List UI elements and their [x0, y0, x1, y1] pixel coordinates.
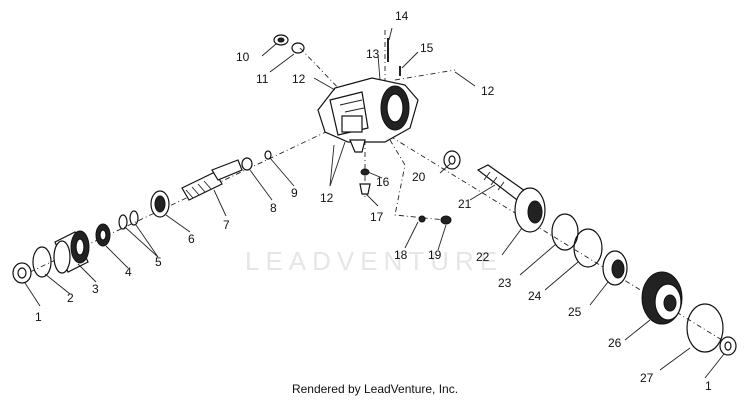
- part-2-ring: [32, 246, 52, 278]
- part-6-bearing: [150, 190, 170, 218]
- watermark-text: LEADVENTURE: [245, 246, 503, 276]
- callout-10: 10: [236, 50, 250, 64]
- callout-15: 15: [420, 41, 434, 55]
- callout-labels: 1 2 3 4 5 6 7 8 9 10 11 12 12 12 13 14 1…: [35, 9, 712, 393]
- callout-6: 6: [188, 232, 195, 246]
- part-5-rings: [118, 210, 139, 230]
- callout-21: 21: [458, 197, 472, 211]
- part-8-spacer: [241, 157, 253, 171]
- callout-22: 22: [476, 250, 490, 264]
- rendered-by-footer: Rendered by LeadVenture, Inc.: [291, 382, 459, 396]
- part-16-washer: [360, 168, 370, 176]
- part-1-washer-right: [719, 336, 737, 356]
- callout-26: 26: [608, 336, 622, 350]
- part-22-flange: [514, 187, 546, 233]
- part-20-spacer: [443, 150, 461, 170]
- callout-7: 7: [223, 218, 230, 232]
- part-19-screw: [440, 215, 452, 225]
- callout-12-right: 12: [481, 84, 495, 98]
- callout-25: 25: [568, 305, 582, 319]
- callout-24: 24: [528, 289, 542, 303]
- callout-16: 16: [376, 175, 390, 189]
- callout-9: 9: [291, 186, 298, 200]
- callout-14: 14: [395, 9, 409, 23]
- part-25-bearing: [602, 250, 628, 286]
- callout-13: 13: [366, 47, 380, 61]
- callout-19: 19: [428, 248, 442, 262]
- callout-1-left: 1: [35, 310, 42, 324]
- callout-27: 27: [640, 371, 654, 385]
- part-13-gearbox-housing: [317, 77, 419, 153]
- part-17-plug: [359, 183, 371, 195]
- part-9-ring: [264, 150, 272, 160]
- callout-17: 17: [370, 210, 384, 224]
- callout-3: 3: [92, 282, 99, 296]
- part-24-ring: [573, 228, 603, 268]
- callout-18: 18: [394, 248, 408, 262]
- part-27-ring: [686, 303, 724, 353]
- callout-12-bottom: 12: [320, 191, 334, 205]
- leader-lines: [24, 27, 725, 379]
- part-18-ball: [418, 215, 426, 223]
- callout-12-top-left: 12: [292, 72, 306, 86]
- part-1-washer-left: [12, 262, 32, 284]
- callout-23: 23: [498, 276, 512, 290]
- part-23-ring: [551, 213, 579, 251]
- part-26-bearing-housing: [641, 271, 683, 325]
- part-7-pinion-shaft: [181, 159, 243, 201]
- part-4-bearing: [95, 223, 111, 247]
- callout-11: 11: [256, 72, 269, 86]
- callout-1-right: 1: [705, 379, 712, 393]
- part-11-ring: [291, 42, 305, 54]
- callout-2: 2: [67, 291, 74, 305]
- callout-4: 4: [125, 265, 132, 279]
- part-3-housing: [53, 230, 90, 274]
- callout-5: 5: [155, 255, 162, 269]
- callout-20: 20: [412, 170, 426, 184]
- part-10-washer: [273, 34, 289, 46]
- callout-8: 8: [270, 201, 277, 215]
